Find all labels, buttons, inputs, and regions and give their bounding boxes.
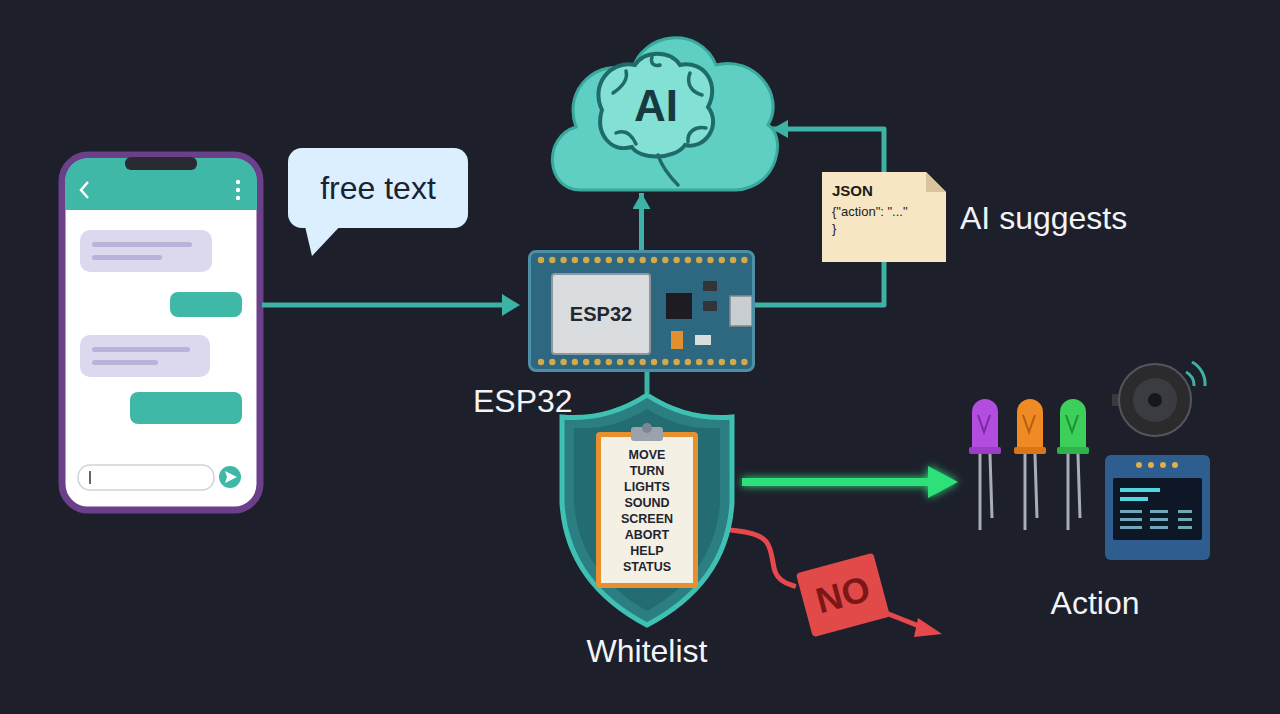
- reject-sign: NO: [796, 553, 890, 637]
- node-text: NO: [811, 568, 874, 623]
- buzzer: [1112, 362, 1205, 436]
- command-item: SCREEN: [621, 511, 673, 527]
- json-note: JSON {"action": "..."}: [822, 172, 946, 262]
- ai-cloud: AI: [540, 15, 772, 193]
- speech-bubble: free text: [288, 148, 468, 228]
- node-text: AI: [634, 77, 678, 131]
- esp32-chip: ESP32: [551, 273, 651, 355]
- command-item: MOVE: [629, 447, 666, 463]
- command-item: TURN: [630, 463, 665, 479]
- node-text: }: [832, 220, 836, 237]
- command-item: ABORT: [625, 527, 669, 543]
- flow-arrow: [772, 129, 884, 172]
- node-heading: Whitelist: [587, 633, 708, 670]
- flow-arrow: [645, 372, 650, 393]
- command-item: SOUND: [624, 495, 669, 511]
- command-item: STATUS: [623, 559, 671, 575]
- command-item: HELP: [630, 543, 663, 559]
- node-text: ESP32: [570, 303, 632, 326]
- flow-arrow: [639, 193, 644, 250]
- command-item: LIGHTS: [624, 479, 670, 495]
- reject-arrow: [729, 530, 796, 587]
- section-label: Action: [1051, 585, 1140, 622]
- caption-label: AI suggests: [960, 200, 1127, 237]
- command-clipboard: MOVETURNLIGHTSSOUNDSCREENABORTHELPSTATUS: [596, 432, 698, 588]
- allow-arrow: [742, 466, 958, 498]
- oled-display: [1105, 455, 1210, 560]
- clipboard-clip: [627, 421, 667, 443]
- phone: [62, 155, 260, 510]
- node-text: JSON: [832, 182, 873, 199]
- led-lights: [969, 399, 1089, 530]
- reject-arrowhead: [914, 618, 942, 637]
- node-heading: ESP32: [473, 383, 573, 420]
- input-arrowhead: [502, 294, 520, 316]
- whitelist-shield: MOVETURNLIGHTSSOUNDSCREENABORTHELPSTATUS…: [557, 393, 737, 629]
- node-text: {"action": "...": [832, 203, 908, 220]
- node-text: free text: [320, 170, 436, 207]
- esp32-board: ESP32ESP32: [528, 250, 755, 372]
- input-arrow: [262, 303, 506, 308]
- flow-arrow: [755, 262, 884, 305]
